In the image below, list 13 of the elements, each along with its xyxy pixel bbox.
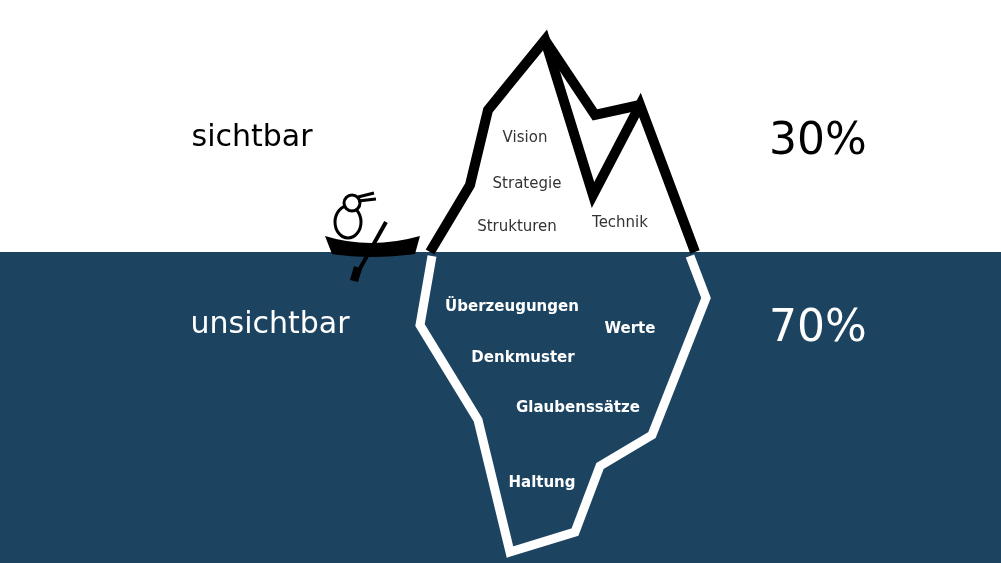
- iceberg-label: Haltung: [508, 473, 576, 491]
- iceberg-label: Glaubenssätze: [516, 398, 640, 416]
- visible-heading: sichtbar: [191, 117, 313, 153]
- iceberg-label: Denkmuster: [471, 348, 575, 366]
- percentage-value: 70%: [769, 299, 867, 351]
- iceberg-label: Strukturen: [477, 217, 557, 235]
- percentage-value: 30%: [769, 112, 867, 164]
- iceberg-label: Technik: [592, 213, 648, 231]
- iceberg-label: Vision: [502, 128, 548, 146]
- invisible-heading: unsichtbar: [190, 304, 350, 340]
- iceberg-label: Werte: [604, 319, 656, 337]
- iceberg-label: Überzeugungen: [445, 297, 579, 315]
- iceberg-label: Strategie: [492, 174, 562, 192]
